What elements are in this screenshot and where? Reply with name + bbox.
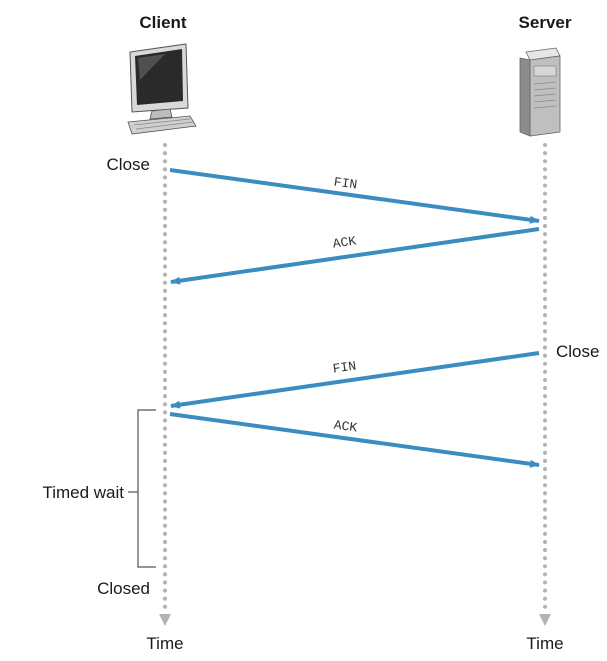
ack-label-1: ACK <box>332 233 358 251</box>
server-tower-icon <box>519 47 561 137</box>
client-title: Client <box>139 13 187 32</box>
fin-label-1: FIN <box>333 174 358 192</box>
fin-arrow-client-to-server <box>169 168 540 224</box>
server-time-label: Time <box>526 634 563 653</box>
server-time-arrowhead <box>539 614 551 626</box>
ack-arrow-client-to-server <box>169 412 540 468</box>
server-close-label: Close <box>556 342 599 361</box>
fin-arrow-server-to-client <box>170 351 540 409</box>
fin-label-2: FIN <box>332 358 357 376</box>
client-time-arrowhead <box>159 614 171 626</box>
timed-wait-bracket <box>137 409 156 568</box>
ack-arrow-server-to-client <box>170 227 540 285</box>
ack-label-2: ACK <box>333 417 358 435</box>
client-closed-label: Closed <box>97 579 150 598</box>
timed-wait-label: Timed wait <box>42 483 124 502</box>
client-time-label: Time <box>146 634 183 653</box>
server-title: Server <box>519 13 572 32</box>
client-computer-icon <box>127 43 197 135</box>
client-close-label: Close <box>107 155 150 174</box>
